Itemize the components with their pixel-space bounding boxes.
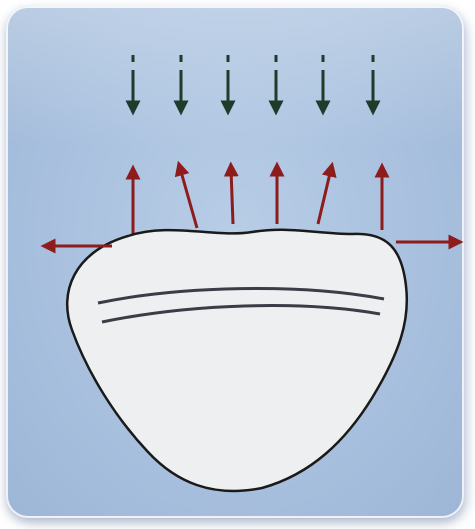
outward-arrow-icon xyxy=(180,168,197,228)
rounded-object-shape xyxy=(67,230,407,491)
downward-arrows-group xyxy=(133,55,373,108)
outward-arrow-icon xyxy=(231,169,233,224)
outward-arrow-icon xyxy=(318,169,331,224)
outward-arrows-group xyxy=(133,168,382,234)
